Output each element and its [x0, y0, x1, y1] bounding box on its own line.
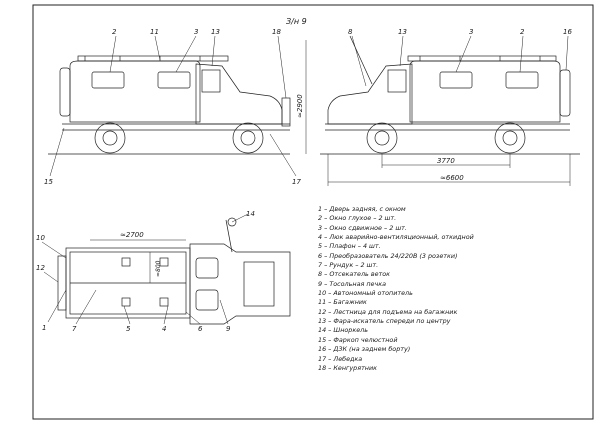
- callout-13-left: 13: [211, 28, 220, 36]
- dim-height: ≈2900: [296, 94, 304, 118]
- sheet-id-label: З/н 9: [286, 17, 307, 26]
- legend-item: 13 – Фара-искатель спереди по центру: [318, 317, 451, 326]
- legend-item: 10 – Автономный отопитель: [318, 289, 413, 298]
- callout-15: 15: [44, 178, 53, 186]
- callout-12: 12: [36, 264, 45, 272]
- dim-wheelbase: 3770: [437, 157, 455, 165]
- legend-item: 6 – Преобразователь 24/220В (3 розетки): [318, 251, 458, 260]
- callout-17: 17: [292, 178, 301, 186]
- callout-13-right: 13: [398, 28, 407, 36]
- dim-width-body: ≈2700: [120, 231, 144, 239]
- sheet-border: [32, 4, 594, 420]
- callout-1: 1: [42, 324, 46, 332]
- callout-6: 6: [198, 325, 203, 333]
- top-dimension-lines: [90, 239, 186, 283]
- callout-4: 4: [162, 325, 166, 333]
- dimension-lines: [305, 40, 571, 186]
- dim-inner: ≈800: [155, 260, 162, 277]
- legend-item: 16 – ДЗК (на заднем борту): [318, 345, 411, 354]
- legend-item: 8 – Отсекатель веток: [318, 270, 391, 279]
- legend-item: 14 – Шноркель: [318, 326, 369, 335]
- callout-leaders: [41, 35, 569, 325]
- side-view-right: [320, 35, 580, 155]
- callout-8: 8: [348, 28, 353, 36]
- dim-length: ≈6600: [440, 174, 464, 182]
- parts-legend: 1 – Дверь задняя, с окном 2 – Окно глухо…: [318, 205, 578, 373]
- callout-7: 7: [72, 325, 77, 333]
- legend-item: 3 – Окно сдвижное – 2 шт.: [318, 223, 407, 232]
- legend-item: 2 – Окно глухое – 2 шт.: [318, 214, 397, 223]
- callout-5: 5: [126, 325, 131, 333]
- callout-11-left: 11: [150, 28, 159, 36]
- legend-item: 17 – Лебедка: [318, 354, 363, 363]
- legend-item: 9 – Тосольная печка: [318, 279, 387, 288]
- callout-3-left: 3: [194, 28, 198, 36]
- legend-item: 11 – Багажник: [318, 298, 367, 307]
- callout-2-left: 2: [112, 28, 117, 36]
- top-view: [57, 217, 291, 325]
- legend-item: 1 – Дверь задняя, с окном: [318, 205, 406, 213]
- callout-9: 9: [226, 325, 231, 333]
- callout-2-right: 2: [520, 28, 525, 36]
- callout-18: 18: [272, 28, 281, 36]
- callout-16: 16: [563, 28, 572, 36]
- legend-item: 5 – Плафон – 4 шт.: [318, 242, 381, 251]
- callout-3-right: 3: [469, 28, 473, 36]
- legend-item: 12 – Лестница для подъема на багажник: [318, 307, 458, 316]
- side-view-left: [48, 55, 291, 155]
- callout-10: 10: [36, 234, 45, 242]
- legend-item: 18 – Кенгурятник: [318, 363, 377, 372]
- callout-14: 14: [246, 210, 255, 218]
- legend-item: 7 – Рундук – 2 шт.: [318, 261, 379, 270]
- legend-item: 15 – Фаркоп челюстной: [318, 335, 398, 344]
- legend-item: 4 – Люк аварийно-вентиляционный, откидно…: [318, 233, 474, 242]
